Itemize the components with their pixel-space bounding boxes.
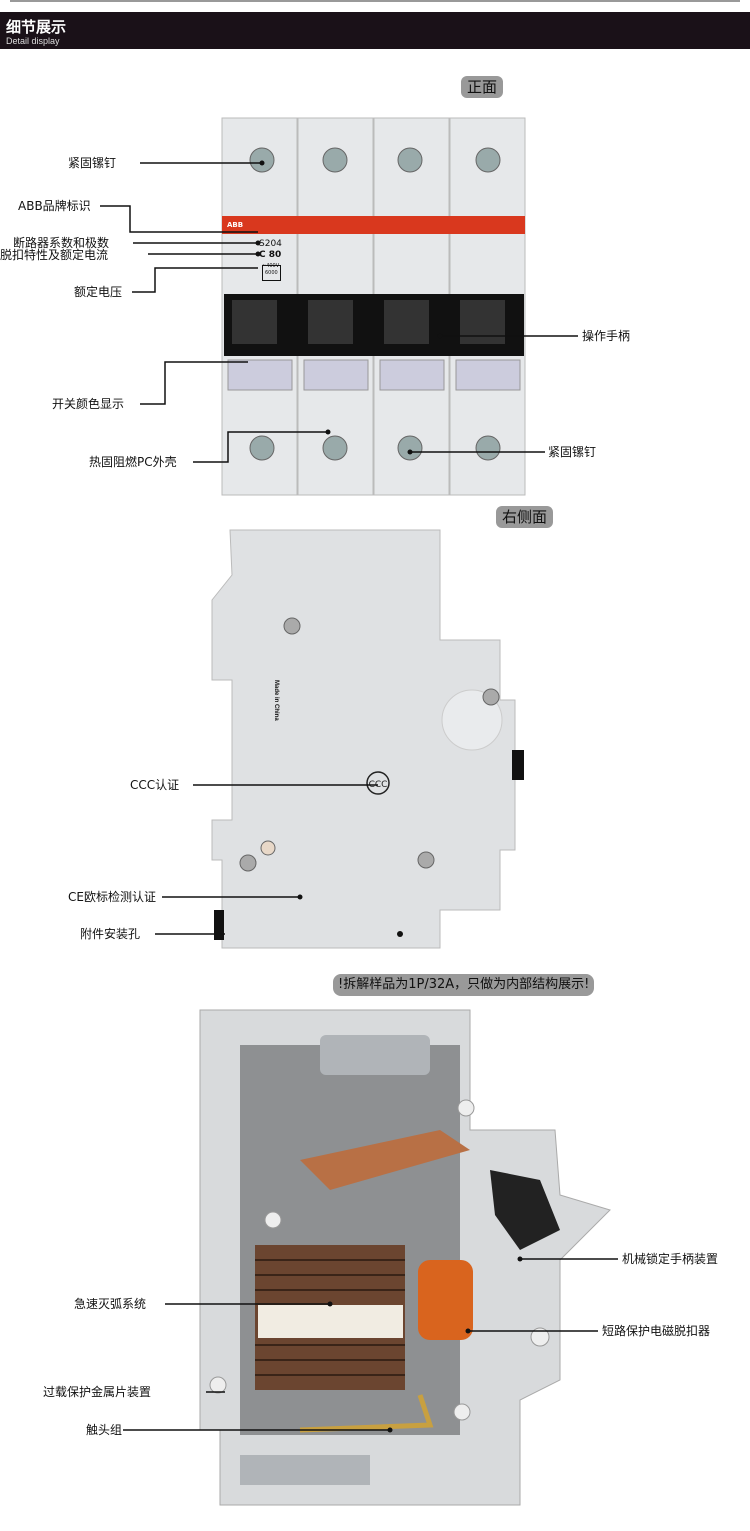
made-in-china-mark: Made in China	[273, 680, 279, 721]
voltage-mark: ~400V	[262, 263, 280, 269]
internal-view-badge: !拆解样品为1P/32A，只做为内部结构展示!	[333, 974, 595, 996]
label-bimetal: 过载保护金属片装置	[43, 1385, 152, 1399]
brand-stripe	[222, 216, 525, 234]
abb-logo: ABB	[227, 221, 244, 229]
leader-lines	[100, 162, 618, 1431]
label-handle: 操作手柄	[582, 329, 631, 343]
label-series-poles: 断路器系数和极数	[13, 236, 110, 250]
rating-mark: C 80	[259, 250, 282, 260]
label-screw-top: 紧固镙钉	[68, 156, 117, 170]
label-ce: CE欧标检测认证	[68, 890, 156, 904]
section-title: 细节展示	[6, 18, 67, 36]
label-accessory-hole: 附件安装孔	[80, 927, 141, 941]
section-header: 细节展示 Detail display	[0, 12, 750, 49]
label-contacts: 触头组	[86, 1423, 123, 1437]
label-brand: ABB品牌标识	[18, 199, 91, 213]
code-mark: 6000	[262, 265, 281, 281]
label-trip-current: 脱扣特性及额定电流	[0, 248, 109, 262]
lock-handle	[490, 1170, 560, 1250]
coil	[418, 1260, 473, 1340]
label-screw-bottom: 紧固镙钉	[548, 445, 597, 459]
top-divider	[10, 0, 740, 2]
label-color-indicator: 开关颜色显示	[52, 397, 125, 411]
front-view-badge: 正面	[461, 76, 504, 98]
breaker-front-view	[221, 117, 526, 496]
label-arc: 急速灭弧系统	[74, 1297, 147, 1311]
label-housing: 热固阻燃PC外壳	[89, 455, 177, 469]
label-voltage: 额定电压	[74, 285, 123, 299]
section-subtitle: Detail display	[6, 36, 60, 46]
breaker-internal-view	[199, 1009, 611, 1506]
model-mark: S204	[259, 239, 282, 249]
side-view-badge: 右侧面	[496, 506, 554, 528]
breaker-side-view: CCC	[211, 529, 524, 949]
ccc-mark	[366, 771, 390, 795]
arc-chute-plate	[258, 1305, 403, 1338]
label-magnetic: 短路保护电磁脱扣器	[602, 1324, 711, 1338]
label-lock: 机械锁定手柄装置	[622, 1252, 719, 1266]
label-ccc: CCC认证	[130, 778, 180, 792]
